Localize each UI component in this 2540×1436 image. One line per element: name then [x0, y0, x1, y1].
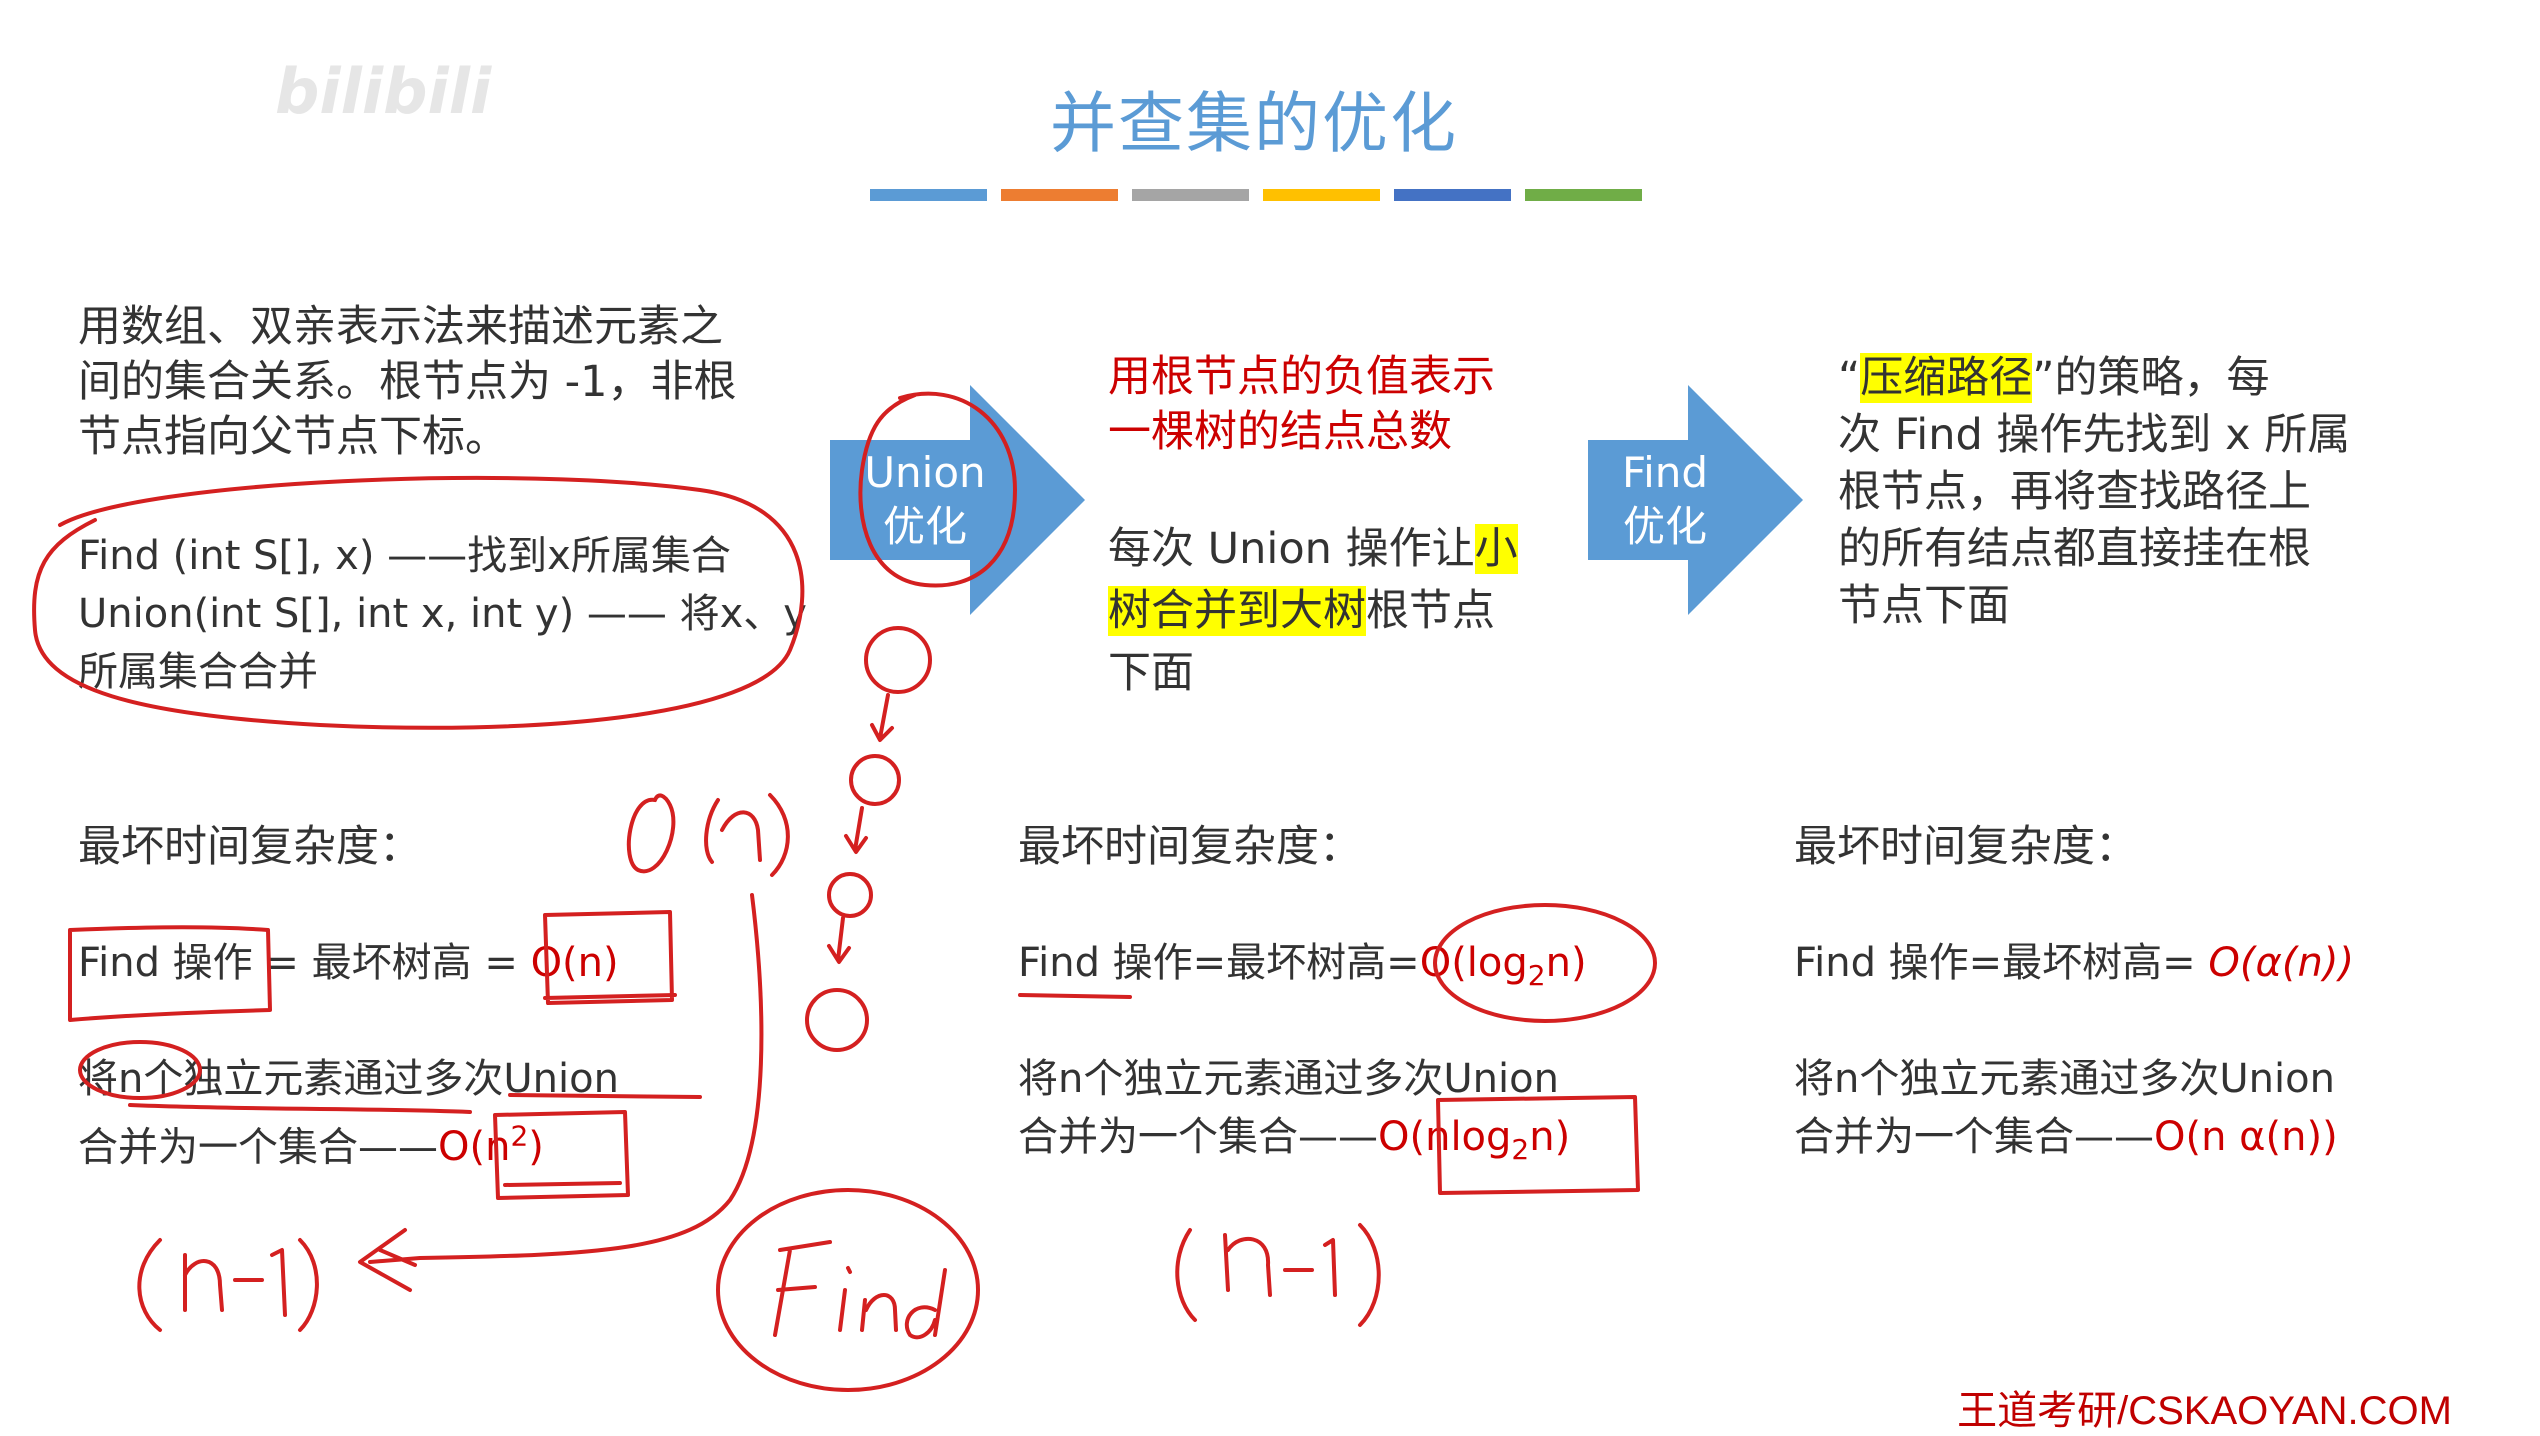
union-op-line-2: 所属集合合并	[78, 649, 318, 695]
left-desc-line-2: 间的集合关系。根节点为 -1，非根	[78, 357, 737, 407]
middle-complexity-title: 最坏时间复杂度：	[1018, 822, 1362, 872]
right-find-complexity: Find 操作=最坏树高= O(α(n))	[1794, 936, 2354, 991]
middle-desc-line-2: 树合并到大树根节点	[1108, 586, 1495, 636]
middle-red-line-1: 用根节点的负值表示	[1108, 352, 1495, 402]
union-op-line: Union(int S[], int x, int y) —— 将x、y	[78, 591, 807, 637]
ink-arrowhead	[358, 1228, 417, 1292]
right-desc-line-1: “压缩路径”的策略，每	[1838, 353, 2270, 403]
left-union-prefix: 合并为一个集合——	[78, 1124, 438, 1171]
left-find-complexity: Find 操作 = 最坏树高 = O(n)	[78, 936, 619, 991]
color-bar-2	[1001, 189, 1118, 201]
right-desc-line-3: 根节点，再将查找路径上	[1838, 467, 2311, 517]
color-bar-3	[1132, 189, 1249, 201]
ink-edge-1	[870, 693, 894, 742]
ink-node-4	[805, 988, 869, 1052]
middle-union-line-1: 将n个独立元素通过多次Union	[1018, 1056, 1559, 1102]
left-union-complexity: 将n个独立元素通过多次Union 合并为一个集合——O(n2)	[78, 1050, 619, 1176]
middle-find-prefix: Find 操作=最坏树高=	[1018, 940, 1420, 986]
left-union-value: O(n2)	[438, 1120, 544, 1171]
right-union-value: O(n α(n))	[2154, 1114, 2338, 1160]
ink-node-3	[827, 872, 873, 918]
left-union-line-2: 合并为一个集合——O(n2)	[78, 1108, 619, 1176]
ink-On-O	[626, 793, 676, 874]
union-arrow-line-1: Union	[864, 448, 986, 497]
find-op-line: Find (int S[], x) ——找到x所属集合	[78, 533, 731, 579]
left-find-value: O(n)	[530, 940, 619, 986]
color-bar-1	[870, 189, 987, 201]
left-desc-line-1: 用数组、双亲表示法来描述元素之	[78, 302, 723, 352]
middle-description: 每次 Union 操作让小 树合并到大树根节点 下面	[1108, 518, 1518, 704]
highlight-small: 小	[1474, 524, 1518, 574]
left-operations: Find (int S[], x) ——找到x所属集合 Union(int S[…	[78, 527, 807, 701]
right-find-value: O(α(n))	[2208, 940, 2355, 986]
right-union-line-2: 合并为一个集合——O(n α(n))	[1794, 1114, 2338, 1160]
highlight-path-compression: 压缩路径	[1860, 353, 2033, 403]
ink-On-n	[704, 793, 790, 877]
right-desc-line-2: 次 Find 操作先找到 x 所属	[1838, 410, 2351, 460]
ink-n-1-left	[137, 1238, 319, 1332]
ink-node-2	[849, 754, 901, 806]
middle-desc-line-1: 每次 Union 操作让小	[1108, 524, 1518, 574]
right-complexity-title: 最坏时间复杂度：	[1794, 822, 2138, 872]
middle-desc-line-3: 下面	[1108, 648, 1194, 698]
ink-edge-3	[827, 916, 851, 964]
right-desc-line-4: 的所有结点都直接挂在根	[1838, 524, 2311, 574]
find-arrow-label: Find 优化	[1590, 446, 1740, 554]
middle-red-line-2: 一棵树的结点总数	[1108, 407, 1452, 457]
ink-edge-2	[844, 806, 868, 854]
middle-find-value: O(log2n)	[1419, 940, 1587, 992]
middle-red-text: 用根节点的负值表示 一棵树的结点总数	[1108, 350, 1495, 460]
watermark: bilibili	[275, 55, 492, 128]
middle-union-value: O(nlog2n)	[1378, 1114, 1571, 1166]
highlight-small-to-big: 树合并到大树	[1108, 586, 1366, 636]
ink-node-1	[864, 626, 932, 694]
find-arrow-line-2: 优化	[1622, 502, 1707, 551]
ink-find-circle	[716, 1188, 980, 1392]
right-description: “压缩路径”的策略，每 次 Find 操作先找到 x 所属 根节点，再将查找路径…	[1838, 350, 2350, 635]
find-arrow-icon	[1588, 385, 1803, 615]
right-union-complexity: 将n个独立元素通过多次Union 合并为一个集合——O(n α(n))	[1794, 1050, 2338, 1166]
middle-union-line-2: 合并为一个集合——O(nlog2n)	[1018, 1114, 1571, 1166]
union-arrow-line-2: 优化	[882, 502, 967, 551]
right-find-prefix: Find 操作=最坏树高=	[1794, 940, 2209, 986]
middle-find-complexity: Find 操作=最坏树高=O(log2n)	[1018, 936, 1587, 1003]
union-arrow-label: Union 优化	[845, 446, 1005, 554]
color-bar-4	[1263, 189, 1380, 201]
right-union-line-1: 将n个独立元素通过多次Union	[1794, 1056, 2335, 1102]
left-union-line-1: 将n个独立元素通过多次Union	[78, 1056, 619, 1102]
right-desc-line-5: 节点下面	[1838, 581, 2010, 631]
ink-find-word	[773, 1240, 947, 1340]
color-bar-6	[1525, 189, 1642, 201]
left-complexity-title: 最坏时间复杂度：	[78, 822, 422, 872]
left-desc-line-3: 节点指向父节点下标。	[78, 412, 508, 462]
color-bar-5	[1394, 189, 1511, 201]
ink-n-1-middle	[1175, 1223, 1381, 1327]
find-arrow-line-1: Find	[1621, 448, 1709, 497]
left-find-prefix: Find 操作 = 最坏树高 =	[78, 940, 531, 986]
title-color-bars	[870, 189, 1642, 201]
left-description: 用数组、双亲表示法来描述元素之 间的集合关系。根节点为 -1，非根 节点指向父节…	[78, 300, 737, 465]
footer-brand: 王道考研/CSKAOYAN.COM	[1957, 1389, 2452, 1433]
page-title: 并查集的优化	[1050, 85, 1458, 162]
middle-union-complexity: 将n个独立元素通过多次Union 合并为一个集合——O(nlog2n)	[1018, 1050, 1570, 1179]
